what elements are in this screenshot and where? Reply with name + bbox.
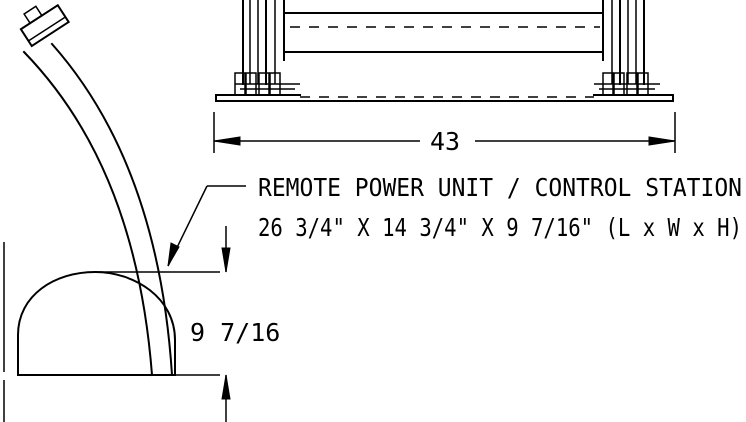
housing-side-view [3,242,220,422]
height-dimension: 9 7/16 [190,226,280,422]
leader-arrowhead [167,242,180,267]
arrowhead-right [648,136,676,146]
control-box [19,3,71,48]
callout-leader [167,185,246,267]
height-dimension-label: 9 7/16 [190,318,280,347]
arrowhead-down [221,247,231,273]
control-pendant [19,3,174,377]
frame-front-view [215,0,674,102]
width-dimension-label: 43 [430,127,460,156]
callout-dimensions: 26 3/4" X 14 3/4" X 9 7/16" (L x W x H) [258,213,742,242]
callout-title: REMOTE POWER UNIT / CONTROL STATION [258,173,742,202]
width-dimension: 43 [213,112,676,156]
arrowhead-up [221,374,231,400]
arrowhead-left [213,136,241,146]
